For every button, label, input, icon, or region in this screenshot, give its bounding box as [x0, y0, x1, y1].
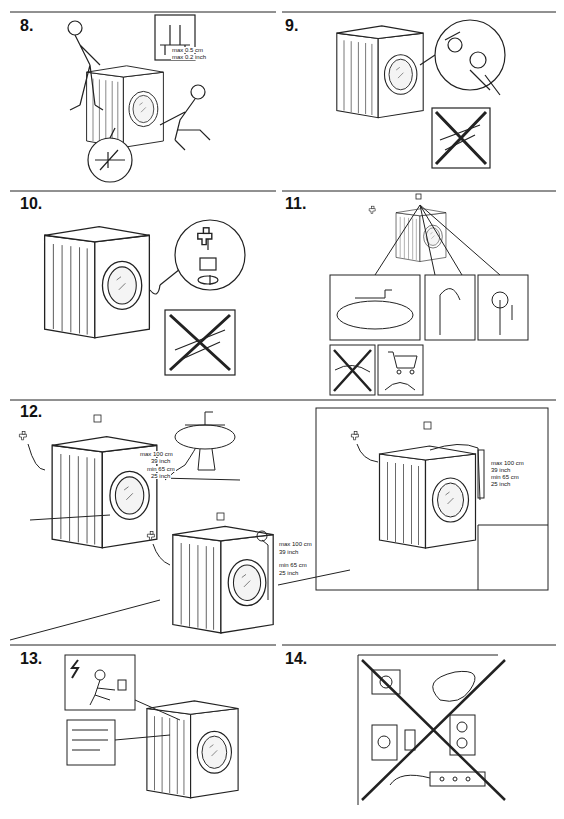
- dimension-label: 39 inch: [490, 467, 511, 473]
- dimension-label: 25 inch: [150, 473, 171, 479]
- dimension-label: 39 inch: [150, 458, 171, 464]
- dimension-label: max 100 cm: [278, 541, 313, 547]
- dimension-label: min 65 cm: [278, 562, 308, 568]
- dimension-label: max 100 cm: [139, 451, 174, 457]
- step-number: 9.: [285, 18, 298, 35]
- dimension-label: max 0.5 cm: [171, 47, 204, 53]
- dimension-label: 25 inch: [490, 481, 511, 487]
- step-number: 10.: [20, 196, 42, 213]
- dimension-label: min 65 cm: [490, 474, 520, 480]
- step-number: 12.: [20, 404, 42, 421]
- dimension-label: 39 inch: [278, 549, 299, 555]
- dimension-label: max 0.2 inch: [171, 54, 207, 60]
- dimension-label: max 100 cm: [490, 460, 525, 466]
- step-number: 13.: [20, 651, 42, 668]
- step-number: 11.: [285, 196, 306, 213]
- dimension-label: min 65 cm: [146, 466, 176, 472]
- step-number: 8.: [20, 18, 33, 35]
- dimension-label: 25 inch: [278, 570, 299, 576]
- step-number: 14.: [285, 651, 307, 668]
